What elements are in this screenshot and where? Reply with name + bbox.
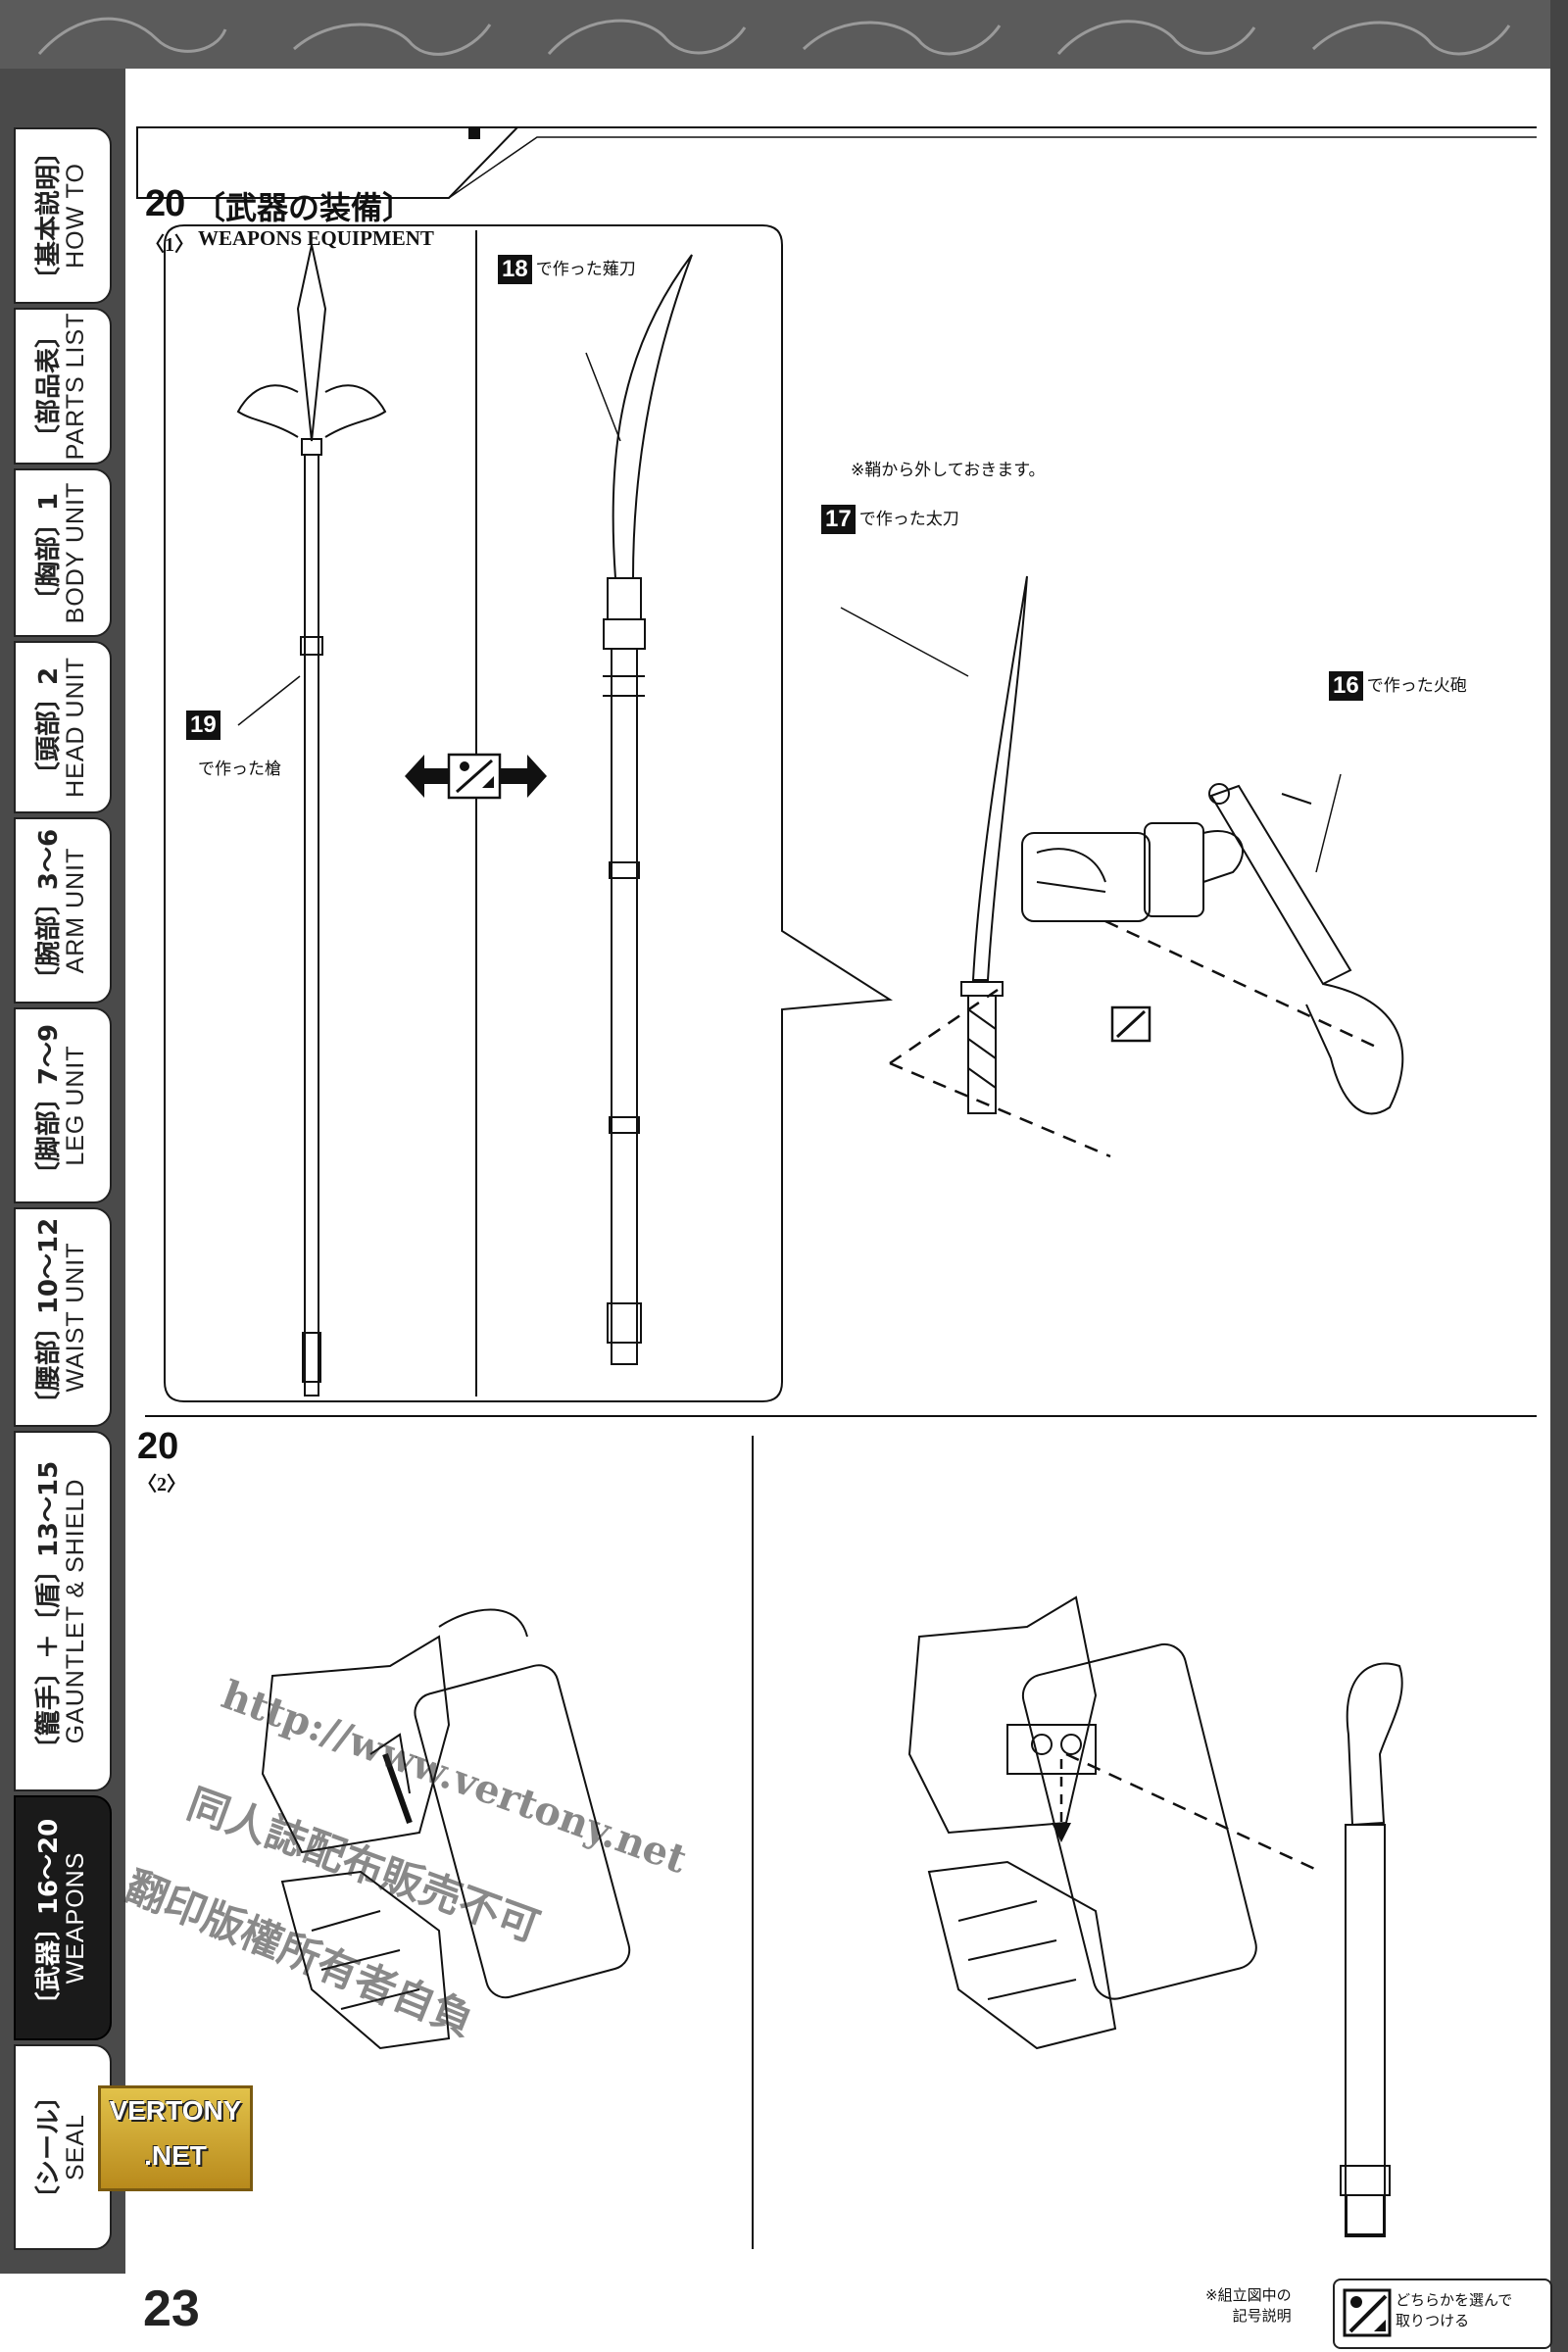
tab-label-jp: 〔基本説明〕 (34, 138, 65, 293)
step2-sub-number: 〈2〉 (137, 1474, 186, 1495)
step-header: 20 〈1〉 〔武器の装備〕 WEAPONS EQUIPMENT (135, 122, 508, 270)
tab-label-en: ARM UNIT (62, 847, 90, 974)
tab-label-jp: 〔腰部〕10〜12 (34, 1217, 65, 1417)
robot-drawing-left (261, 1608, 631, 2050)
legend-note-line1: ※組立図中の (1205, 2286, 1292, 2304)
page-number-text: 23 (143, 2280, 200, 2337)
tab-label-en: WEAPONS (62, 1851, 90, 1984)
select-one-mark (1110, 1005, 1152, 1043)
step-number: 20 (145, 183, 185, 224)
tab-label-en: PARTS LIST (62, 312, 90, 461)
tab-label-en: BODY UNIT (62, 481, 90, 624)
tab-label-jp: 〔武器〕16〜20 (34, 1818, 65, 2018)
tab-label-jp: 〔部品表〕 (34, 321, 65, 451)
robot-drawing-right (907, 1595, 1257, 2050)
spear-drawing (236, 244, 387, 1396)
tachi-drawing (960, 575, 1028, 1114)
naginata-drawing (603, 254, 693, 1365)
tab-label-en: HOW TO (62, 163, 90, 269)
logo-line2: .NET (144, 2140, 207, 2171)
label-note: ※鞘から外しておきます。 (851, 461, 1046, 480)
hand-drawing (1021, 793, 1312, 922)
tab-label-jp: 〔脚部〕7〜9 (34, 1023, 65, 1188)
logo-line1: VERTONY (109, 2095, 242, 2126)
step2-number: 20 (137, 1426, 179, 1467)
step-sub-number: 〈1〉 (145, 234, 194, 256)
label-text: で作った薙刀 (535, 260, 636, 279)
tab-label-jp: 〔籠手〕＋〔盾〕13〜15 (34, 1460, 65, 1762)
part-number-badge: 17 (821, 505, 856, 534)
tab-label-en: SEAL (62, 2114, 90, 2180)
page-number: 23 (125, 2274, 243, 2352)
right-edge-band (1550, 0, 1568, 2352)
symbol-legend: どちらかを選んで 取りつける (1333, 2278, 1552, 2349)
vertony-logo: VERTONY .NET (98, 2085, 253, 2191)
label-spear-text: で作った槍 (198, 760, 281, 779)
step-title-en: WEAPONS EQUIPMENT (198, 226, 434, 250)
tab-parts-list[interactable]: 〔部品表〕PARTS LIST (14, 308, 112, 465)
part-number-badge: 16 (1329, 671, 1363, 701)
label-text: で作った太刀 (858, 510, 959, 529)
tab-label-jp: 〔頭部〕2 (34, 666, 65, 788)
label-spear: 19 (186, 710, 224, 740)
legend-text-line2: 取りつける (1396, 2312, 1470, 2329)
part-number-badge: 18 (498, 255, 532, 284)
tab-label-en: HEAD UNIT (62, 657, 90, 798)
legend-note: ※組立図中の 記号説明 (1205, 2285, 1292, 2327)
tab-label-jp: 〔腕部〕3〜6 (34, 828, 65, 993)
step2-header: 20 〈2〉 (137, 1426, 186, 1496)
part-number-badge: 19 (186, 710, 220, 740)
legend-text-line1: どちらかを選んで (1396, 2291, 1513, 2309)
legend-note-line2: 記号説明 (1232, 2307, 1292, 2325)
cannon-drawing-step2 (1340, 1662, 1403, 2237)
step-title-jp: 〔武器の装備〕 (194, 189, 415, 226)
top-ornament-band (0, 0, 1568, 69)
tab-label-en: LEG UNIT (62, 1045, 90, 1166)
select-one-icon (1343, 2288, 1392, 2337)
label-text: で作った火砲 (1366, 676, 1467, 696)
tab-label-en: WAIST UNIT (62, 1242, 90, 1393)
cannon-drawing (1208, 783, 1404, 1115)
tab-seal[interactable]: 〔シール〕SEAL (14, 2044, 112, 2250)
tab-how-to[interactable]: 〔基本説明〕HOW TO (14, 127, 112, 304)
tab-label-jp: 〔胸部〕1 (34, 492, 65, 613)
instruction-illustrations (136, 126, 1537, 2249)
select-one-symbol (405, 753, 547, 800)
tab-label-en: GAUNTLET & SHIELD (62, 1478, 90, 1744)
tab-label-jp: 〔シール〕 (34, 2082, 65, 2212)
